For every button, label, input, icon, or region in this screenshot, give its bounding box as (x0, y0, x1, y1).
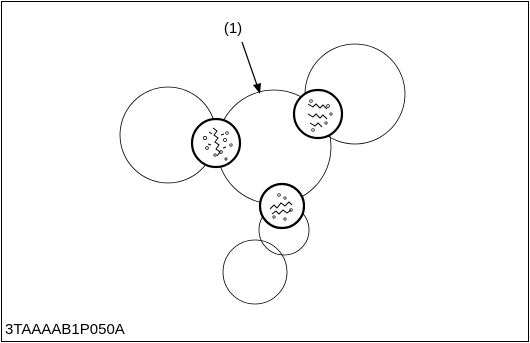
mesh-point-upper-right-circle (292, 88, 344, 140)
figure-code: 3TAAAAB1P050A (5, 321, 125, 338)
bottom-gear-circle (222, 239, 288, 305)
tooth-mesh-details (207, 103, 328, 215)
debris-dots (203, 99, 333, 221)
callout-label: (1) (223, 20, 243, 37)
arrow-down-icon (241, 41, 261, 94)
mesh-point-bottom-circle (258, 182, 306, 230)
